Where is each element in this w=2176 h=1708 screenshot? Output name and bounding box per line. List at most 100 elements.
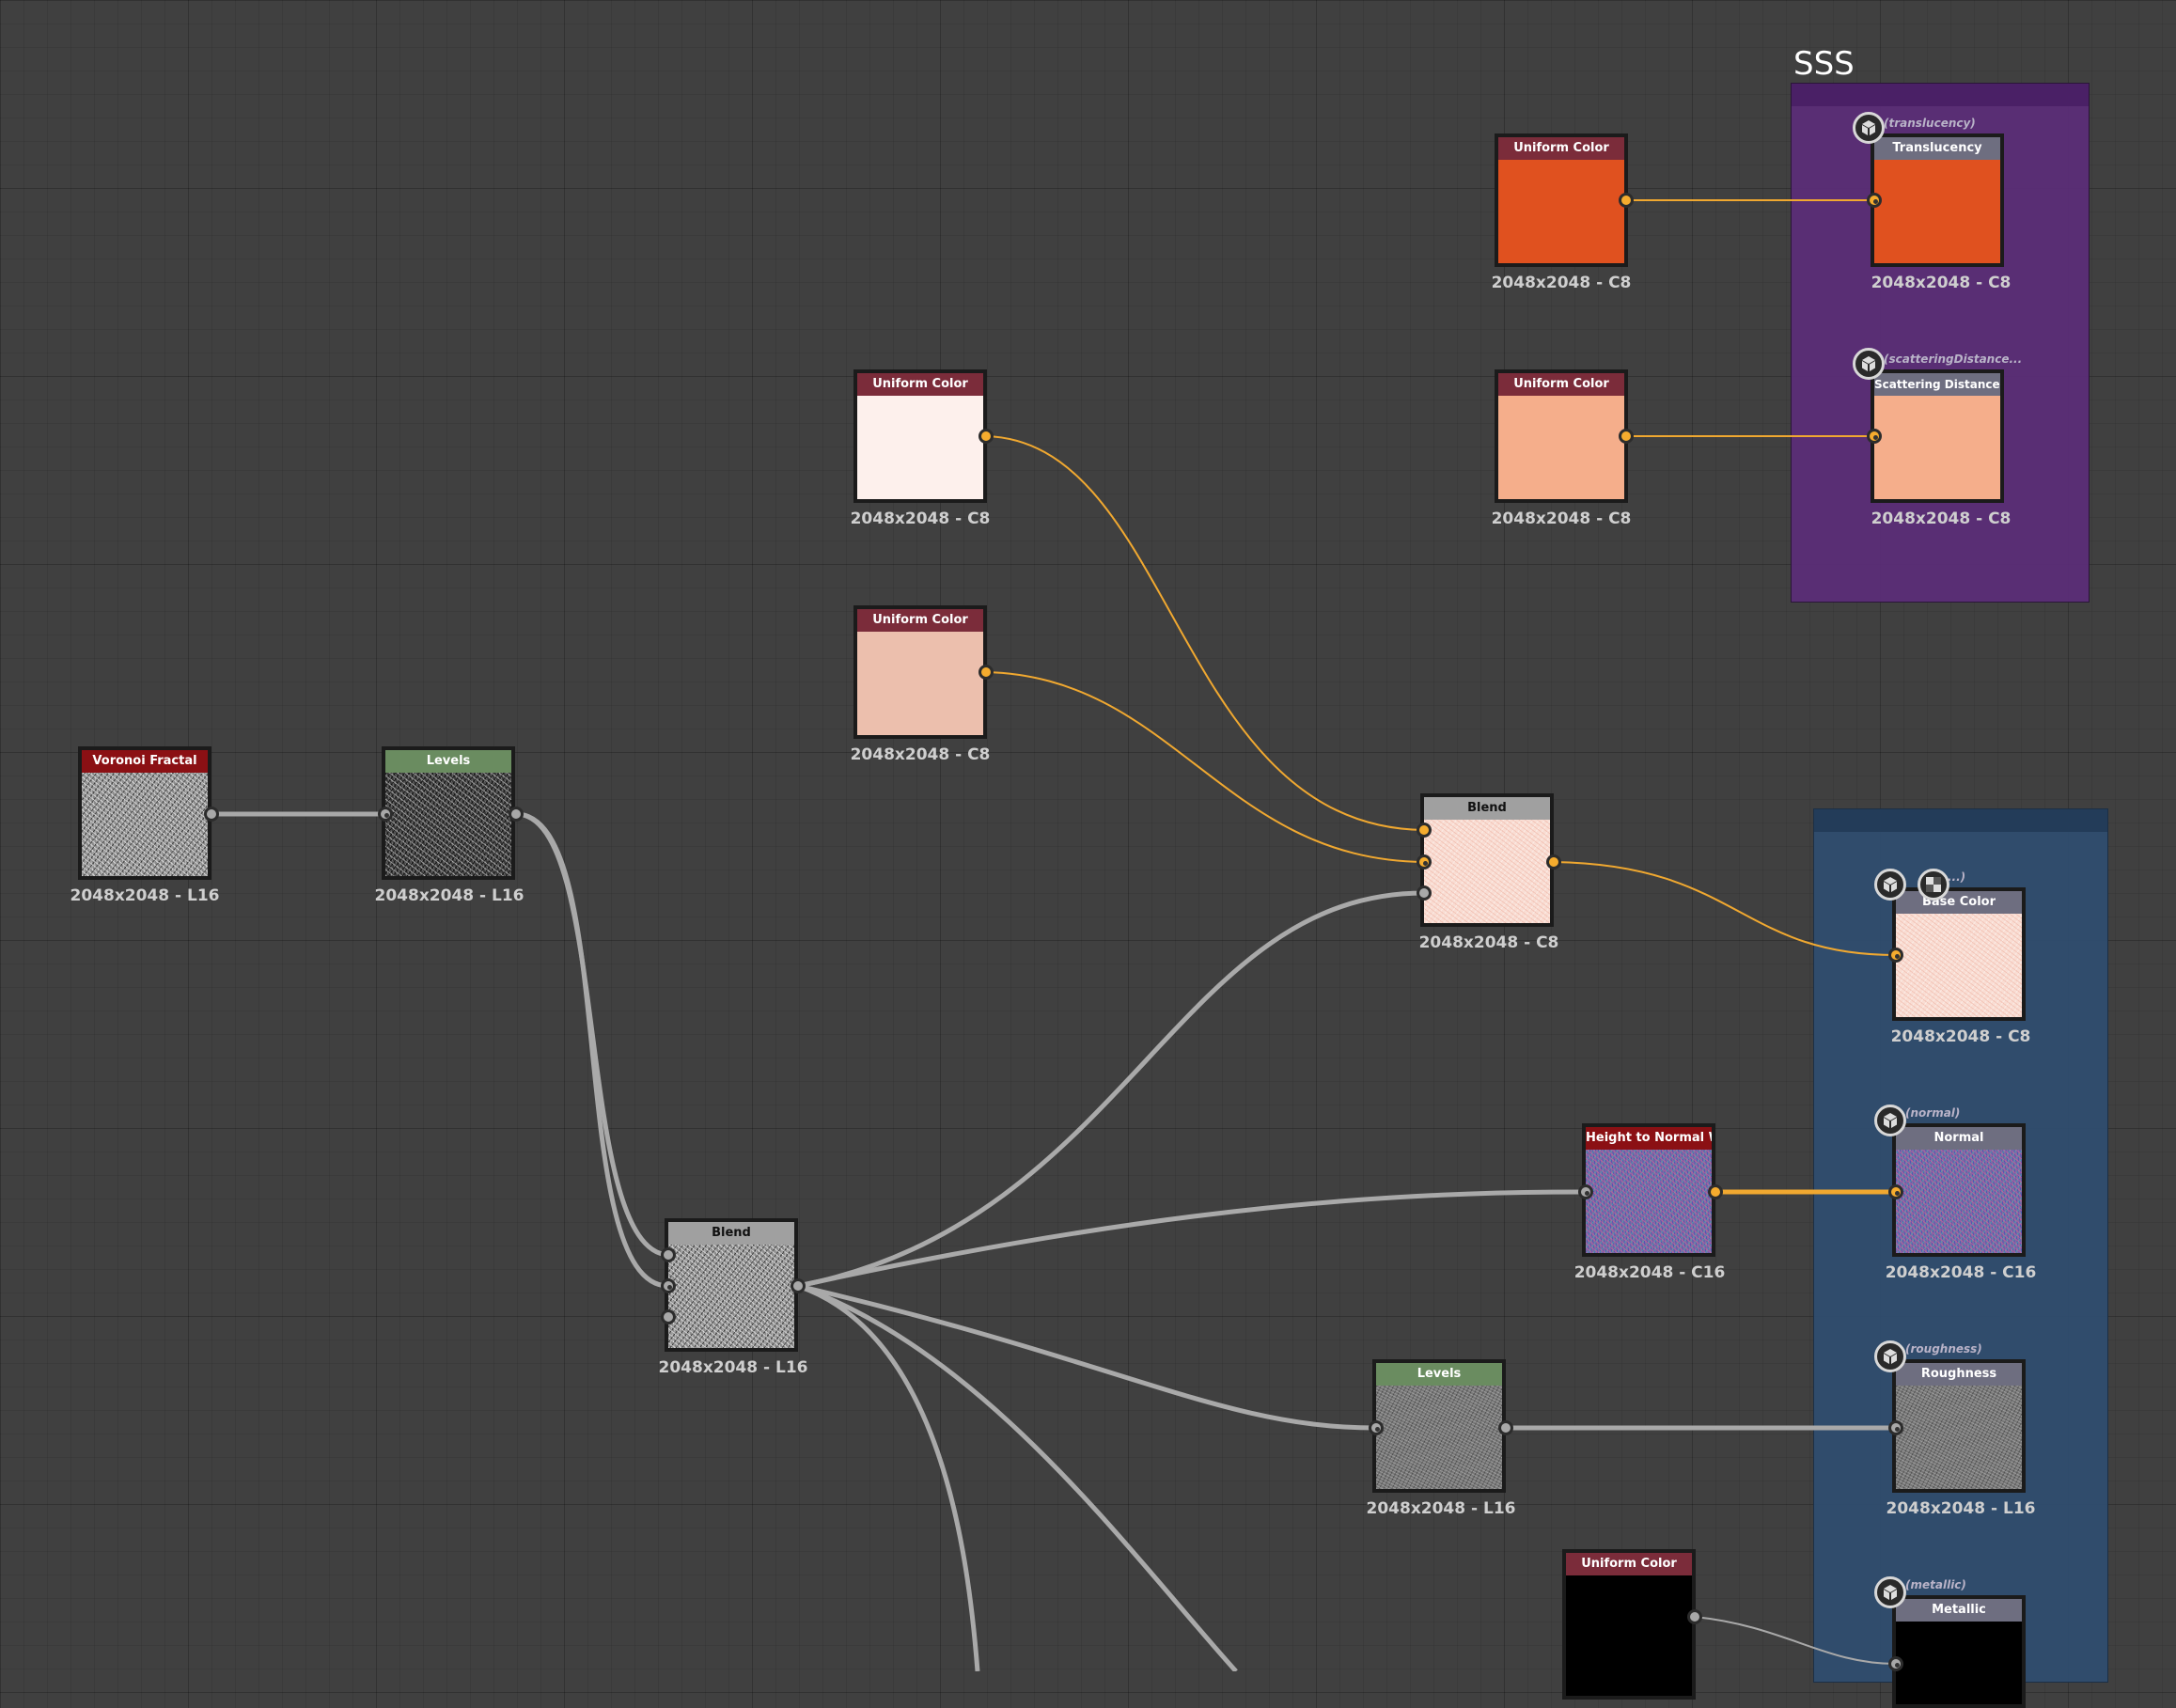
output-node-normal[interactable]: Normal [1892, 1123, 2026, 1257]
wire-blend-to-levels2 [797, 1283, 1377, 1431]
uniform-color-node-peach[interactable]: Uniform Color [1495, 369, 1628, 503]
input-port[interactable] [661, 1247, 676, 1262]
node-thumbnail [82, 773, 208, 876]
input-port[interactable] [1888, 948, 1903, 963]
output-node-scattering[interactable]: Scattering Distance Sc... [1871, 369, 2004, 503]
input-port[interactable] [661, 1309, 676, 1324]
output-port[interactable] [1687, 1609, 1702, 1624]
node-thumbnail [1896, 1150, 2022, 1253]
cube-icon[interactable] [1874, 869, 1906, 901]
cube-icon[interactable] [1853, 112, 1885, 144]
node-title: Uniform Color [857, 609, 983, 632]
input-port[interactable] [1417, 823, 1432, 838]
output-port[interactable] [1619, 193, 1634, 208]
node-thumbnail [1896, 1622, 2022, 1704]
output-node-translucency[interactable]: Translucency [1871, 133, 2004, 267]
node-thumbnail [385, 773, 511, 876]
cube-icon[interactable] [1874, 1340, 1906, 1372]
node-title: Levels [385, 750, 511, 773]
node-title: Height to Normal Worl... [1586, 1127, 1712, 1150]
node-thumbnail [857, 632, 983, 735]
output-identifier: ...) [1948, 870, 1966, 884]
input-port[interactable] [1369, 1420, 1384, 1435]
output-node-roughness[interactable]: Roughness [1892, 1359, 2026, 1493]
output-port[interactable] [204, 807, 219, 822]
output-identifier: (roughness) [1905, 1342, 1982, 1355]
node-resolution-label: 2048x2048 - C8 [1491, 274, 1632, 292]
node-title: Base Color [1896, 891, 2022, 914]
cube-icon[interactable] [1874, 1105, 1906, 1136]
uniform-color-node-pink[interactable]: Uniform Color [853, 605, 987, 739]
output-port[interactable] [1619, 429, 1634, 444]
material-output-frame-header[interactable] [1814, 809, 2107, 832]
wire-white-to-blend [985, 435, 1425, 831]
cube-icon[interactable] [1853, 348, 1885, 380]
wire-levels-to-blend-1 [515, 811, 669, 1258]
node-thumbnail [1566, 1575, 1692, 1696]
sss-frame-title: SSS [1793, 45, 1855, 83]
output-identifier: (metallic) [1905, 1578, 1966, 1591]
checker-icon[interactable] [1918, 869, 1949, 901]
node-resolution-label: 2048x2048 - C8 [850, 509, 991, 528]
node-resolution-label: 2048x2048 - L16 [658, 1358, 808, 1377]
output-port[interactable] [791, 1278, 806, 1293]
wire-blend-to-height [797, 1189, 1587, 1289]
height-to-normal-node[interactable]: Height to Normal Worl... [1582, 1123, 1715, 1257]
voronoi-fractal-node[interactable]: Voronoi Fractal [78, 746, 211, 880]
node-title: Uniform Color [857, 373, 983, 396]
levels-node-1[interactable]: Levels [382, 746, 515, 880]
uniform-color-node-orange[interactable]: Uniform Color [1495, 133, 1628, 267]
node-title: Voronoi Fractal [82, 750, 208, 773]
output-port[interactable] [1546, 854, 1561, 870]
output-port[interactable] [1498, 1420, 1513, 1435]
node-resolution-label: 2048x2048 - C16 [1573, 1263, 1726, 1282]
node-thumbnail [1896, 1386, 2022, 1489]
node-thumbnail [1586, 1150, 1712, 1253]
node-title: Scattering Distance Sc... [1874, 373, 2000, 396]
output-port[interactable] [978, 429, 994, 444]
input-port[interactable] [378, 807, 393, 822]
node-resolution-label: 2048x2048 - L16 [1886, 1499, 2036, 1518]
output-port[interactable] [509, 807, 524, 822]
input-port[interactable] [1888, 1184, 1903, 1199]
output-port[interactable] [978, 665, 994, 680]
node-thumbnail [1896, 914, 2022, 1017]
wire-blend-to-offscreen-1 [797, 1283, 980, 1671]
input-port[interactable] [1867, 429, 1882, 444]
node-thumbnail [1376, 1386, 1502, 1489]
node-resolution-label: 2048x2048 - C16 [1885, 1263, 2037, 1282]
output-identifier: (normal) [1905, 1106, 1961, 1120]
blend-node-grayscale[interactable]: Blend [665, 1218, 798, 1352]
levels-node-2[interactable]: Levels [1372, 1359, 1506, 1493]
sss-frame-header[interactable] [1792, 84, 2089, 106]
node-resolution-label: 2048x2048 - L16 [70, 886, 220, 905]
output-node-metallic[interactable]: Metallic [1892, 1595, 2026, 1708]
node-title: Translucency [1874, 137, 2000, 160]
node-title: Uniform Color [1566, 1553, 1692, 1575]
node-resolution-label: 2048x2048 - C8 [1418, 933, 1559, 952]
node-title: Levels [1376, 1363, 1502, 1386]
wire-blend-to-offscreen-2 [797, 1283, 1238, 1671]
input-port[interactable] [661, 1278, 676, 1293]
output-node-base-color[interactable]: Base Color [1892, 887, 2026, 1021]
input-port[interactable] [1417, 885, 1432, 901]
cube-icon[interactable] [1874, 1576, 1906, 1608]
input-port[interactable] [1417, 854, 1432, 870]
uniform-color-node-black[interactable]: Uniform Color [1562, 1549, 1696, 1700]
node-title: Roughness [1896, 1363, 2022, 1386]
input-port[interactable] [1867, 193, 1882, 208]
wire-pink-to-blend [985, 671, 1425, 863]
output-identifier: (scatteringDistance... [1884, 353, 2023, 366]
node-resolution-label: 2048x2048 - L16 [1366, 1499, 1516, 1518]
blend-node-color[interactable]: Blend [1420, 793, 1554, 927]
node-resolution-label: 2048x2048 - C8 [1871, 274, 2012, 292]
input-port[interactable] [1888, 1656, 1903, 1671]
uniform-color-node-white[interactable]: Uniform Color [853, 369, 987, 503]
node-title: Blend [1424, 797, 1550, 820]
node-title: Uniform Color [1498, 373, 1624, 396]
node-resolution-label: 2048x2048 - C8 [850, 745, 991, 764]
input-port[interactable] [1888, 1420, 1903, 1435]
node-resolution-label: 2048x2048 - L16 [374, 886, 524, 905]
input-port[interactable] [1578, 1184, 1593, 1199]
output-port[interactable] [1708, 1184, 1723, 1199]
